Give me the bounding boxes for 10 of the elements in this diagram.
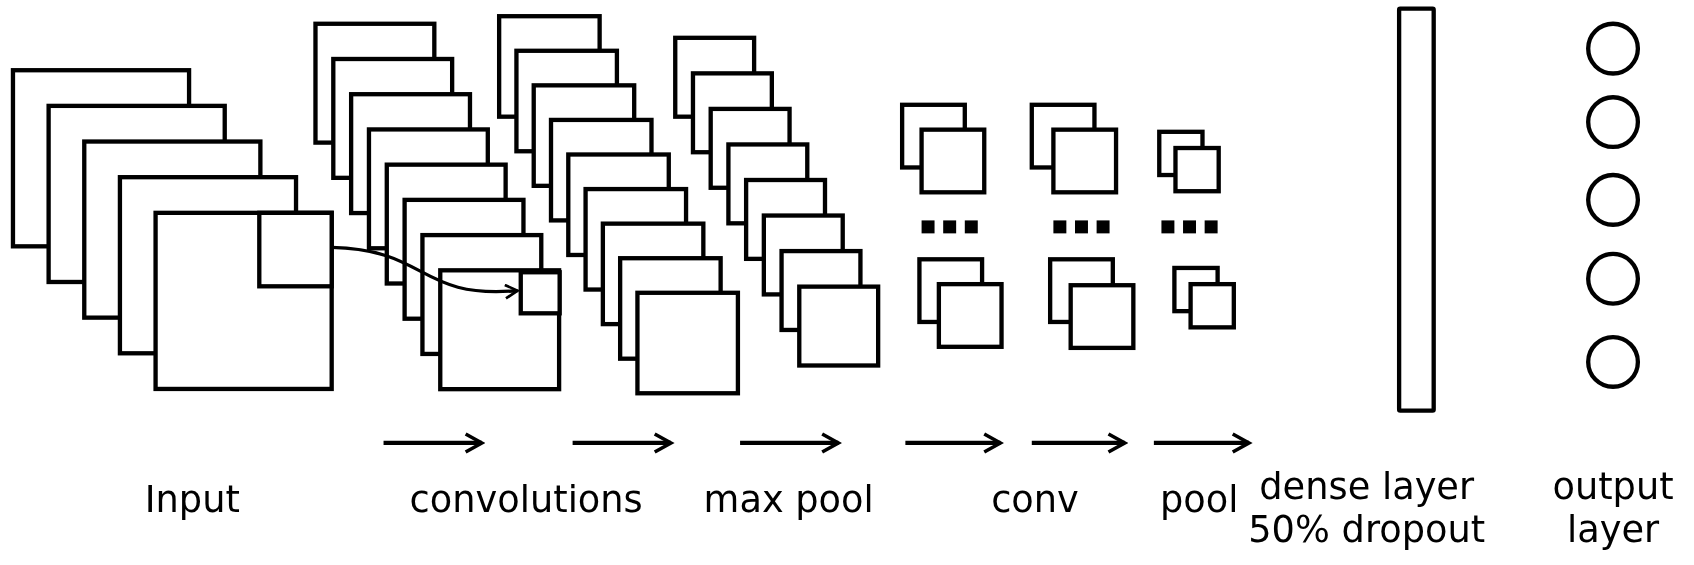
layer-label: conv [990, 477, 1080, 521]
layer-label: output layer [1551, 464, 1675, 551]
dense-layer-bar [1396, 6, 1436, 413]
output-unit-square [518, 270, 562, 316]
arrow [331, 245, 519, 300]
receptive-field-square [257, 210, 334, 289]
layer-label: convolutions [408, 477, 644, 521]
layer-label: Input [143, 477, 241, 521]
layer-label: dense layer 50% dropout [1247, 464, 1487, 551]
layer-label: max pool [702, 477, 875, 521]
